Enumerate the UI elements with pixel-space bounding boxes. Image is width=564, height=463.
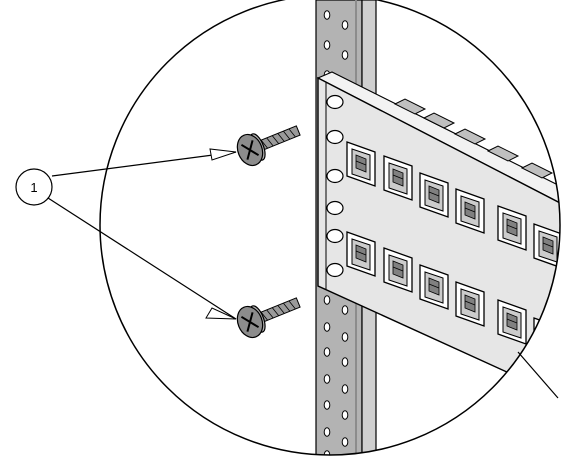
rj45-port — [419, 264, 449, 310]
patch-panel — [316, 71, 560, 400]
panel-hole — [326, 94, 344, 110]
rail-hole — [341, 50, 349, 60]
panel-hole — [326, 262, 344, 278]
rail-hole — [323, 374, 331, 384]
callout-leaders — [47, 148, 237, 320]
rail-hole — [341, 332, 349, 342]
rj45-port — [533, 223, 560, 269]
rj45-port — [455, 281, 485, 327]
rj45-port — [383, 155, 413, 201]
rj45-port — [497, 299, 527, 345]
rail-hole — [341, 384, 349, 394]
panel-hole — [326, 228, 344, 244]
rail-hole — [323, 40, 331, 50]
rail-hole — [323, 427, 331, 437]
rj45-port — [455, 188, 485, 234]
rail-hole — [323, 10, 331, 20]
rail-hole — [323, 400, 331, 410]
rj45-port — [419, 172, 449, 218]
panel-holes — [326, 94, 344, 278]
callout-number: 1 — [30, 180, 37, 195]
callout-bubble: 1 — [15, 168, 53, 206]
rj45-port — [533, 317, 560, 363]
rail-hole — [341, 20, 349, 30]
rail-hole — [341, 437, 349, 447]
rj45-port — [346, 231, 376, 277]
rj45-port — [346, 141, 376, 187]
zoom-circle — [99, 0, 561, 456]
panel-hole — [326, 129, 344, 145]
detail-leader-line — [517, 351, 559, 399]
mounting-screw-lower — [236, 297, 301, 339]
panel-hole — [326, 200, 344, 216]
rj45-port — [497, 205, 527, 251]
rail-hole — [341, 357, 349, 367]
rj45-port — [383, 247, 413, 293]
rail-hole — [323, 347, 331, 357]
rail-hole — [341, 305, 349, 315]
rail-hole — [341, 410, 349, 420]
rear-jacks — [393, 98, 554, 179]
zoom-view — [236, 0, 560, 455]
panel-hole — [326, 168, 344, 184]
rail-hole — [323, 295, 331, 305]
rail-hole — [323, 322, 331, 332]
mounting-screw-upper — [236, 125, 301, 167]
